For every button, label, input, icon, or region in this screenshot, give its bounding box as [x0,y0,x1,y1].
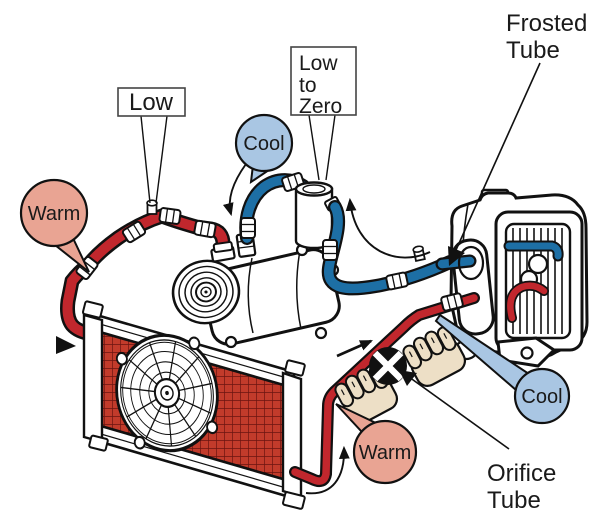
callout-warm-hose: Warm [19,178,90,273]
evaporator [429,188,589,368]
callout-warm-liquid: Warm [335,403,418,485]
evaporator-outlet-hose-cold [321,200,457,296]
compressor [171,232,341,349]
label-orifice-tube-1: Orifice [487,460,556,487]
label-cool-evaporator: Cool [521,386,562,408]
label-warm-hose: Warm [28,203,81,225]
arrow-suction-flow-icon [345,197,431,259]
label-warm-liquid: Warm [359,442,412,464]
flow-triangle-icon [56,336,76,354]
callout-cool-evaporator: Cool [434,313,571,425]
discharge-hose-hot [60,199,231,342]
arrow-to-orifice-icon [336,339,373,358]
condenser-fan [115,333,219,453]
suction-hose-cold [239,171,310,245]
callout-cool-suction: Cool [234,113,294,185]
label-orifice-tube-2: Tube [487,487,541,514]
crossed-circle-icon [369,347,407,385]
compressor-pulley [171,259,241,325]
annotation-arrows [399,62,541,450]
arrow-cool-to-compressor-icon [222,163,247,217]
condenser [81,300,306,510]
label-frosted-tube-2: Tube [506,37,560,64]
label-low: Low [129,89,174,116]
label-frosted-tube-1: Frosted [506,10,587,37]
arrow-liquid-flow-icon [305,445,350,495]
label-low-box: Low [117,87,186,204]
label-low-to-zero-1: Low [299,52,338,75]
label-low-to-zero-box: Low to Zero [290,46,357,181]
liquid-line-hot [289,291,480,488]
label-cool-suction: Cool [243,133,284,155]
label-low-to-zero-3: Zero [299,95,342,118]
label-low-to-zero-2: to [299,74,317,97]
orifice-tube-arrowhead-icon [399,370,417,386]
flow-arrows [222,163,431,495]
frosted-tube-arrowhead-icon [448,246,465,266]
